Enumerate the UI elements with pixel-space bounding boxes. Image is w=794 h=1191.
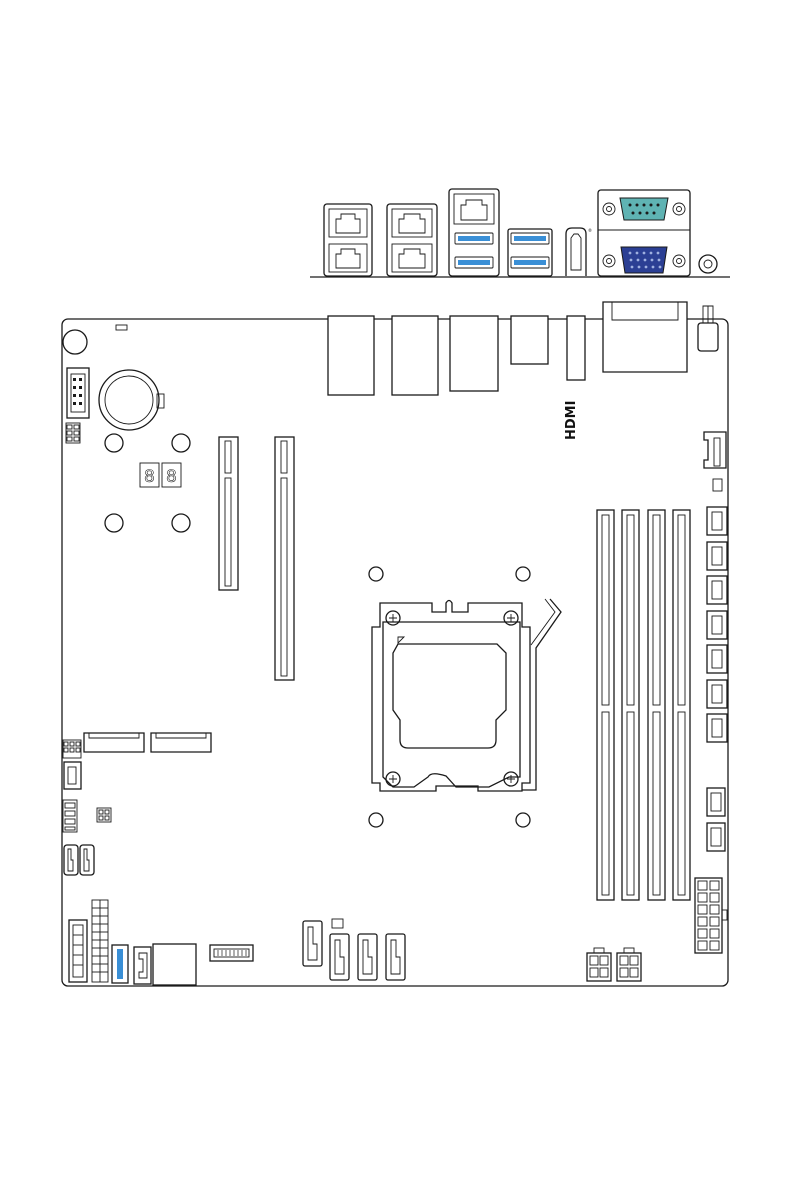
lan-port-2	[387, 204, 437, 276]
small-jumper	[713, 479, 722, 491]
slimline-connector	[210, 945, 253, 961]
cmos-battery	[99, 370, 164, 430]
bmc-chip	[153, 944, 196, 985]
cpu-power-4pin	[587, 948, 611, 981]
jumper-block-2	[63, 740, 81, 758]
hdmi-logo: HDMI	[564, 401, 579, 440]
cpu-power-8pin	[617, 948, 641, 981]
debug-digit-1: 8	[144, 467, 155, 487]
atx-24pin-power	[695, 878, 727, 953]
usb-3-stack	[508, 229, 552, 276]
pcie-x16-slot	[275, 437, 294, 680]
cpu-cooler-hole	[516, 813, 530, 827]
cooler-mount-hole	[172, 434, 190, 452]
sata-connector-left-2	[80, 845, 94, 875]
fan-header	[707, 507, 727, 535]
cpu-cooler-hole	[516, 567, 530, 581]
lan-port-1	[324, 204, 372, 276]
serial-vga-footprint	[603, 302, 687, 372]
sata-connector-3	[358, 934, 377, 980]
lan-usb-combo	[449, 189, 499, 276]
cpu-cooler-hole	[369, 567, 383, 581]
sata-led-jumper	[332, 919, 343, 928]
dimm-slot-b2	[673, 510, 690, 900]
right-header-top	[704, 432, 726, 468]
cooler-mount-hole	[172, 514, 190, 532]
fan-header	[707, 680, 727, 708]
audio-jack	[699, 255, 717, 273]
fan-header	[707, 576, 727, 604]
lan-1-footprint	[328, 316, 374, 395]
debug-digit-2: 8	[166, 467, 177, 487]
cpu-socket	[369, 567, 561, 827]
m2-slot-2	[151, 733, 211, 752]
dimm-slot-b1	[648, 510, 665, 900]
fan-header	[707, 823, 725, 851]
m2-slot-1	[84, 733, 144, 752]
sata-connector-2	[330, 934, 349, 980]
fan-header-left	[64, 762, 81, 789]
fan-header	[707, 645, 727, 673]
svg-text:®: ®	[588, 228, 592, 233]
dimm-slot-a1	[597, 510, 614, 900]
cooler-mount-hole	[105, 434, 123, 452]
cooler-mount-hole	[105, 514, 123, 532]
jumper-block-4	[97, 808, 111, 822]
fan-header	[707, 542, 727, 570]
mounting-hole	[63, 330, 87, 354]
fan-header	[707, 611, 727, 639]
rear-io-panel: ®	[310, 189, 730, 277]
hdmi-footprint	[567, 316, 585, 380]
front-usb-header	[69, 920, 87, 982]
jumper-block-1	[66, 423, 80, 443]
com-header	[67, 368, 89, 418]
top-jumper	[116, 325, 127, 330]
sata-connector-left-1	[64, 845, 78, 875]
usb-footprint	[511, 316, 548, 364]
dimm-slot-a2	[622, 510, 639, 900]
hdmi-port: ®	[566, 228, 592, 276]
system-panel-header	[92, 900, 108, 982]
pcie-x4-slot	[219, 437, 238, 590]
sata-connector-1	[303, 921, 322, 966]
lan-2-footprint	[392, 316, 438, 395]
motherboard-pcb: HDMI	[62, 302, 728, 986]
cpu-cooler-hole	[369, 813, 383, 827]
fan-header	[707, 788, 725, 816]
debug-display: 8 8	[140, 463, 181, 487]
lan-usb-footprint	[450, 316, 498, 391]
sata-connector-4	[386, 934, 405, 980]
usb3-internal-header	[112, 945, 128, 983]
jumper-block-3	[63, 800, 77, 832]
audio-jack-footprint	[698, 306, 718, 351]
fan-header	[707, 714, 727, 742]
serial-vga-stack	[598, 190, 690, 276]
fan-header-bottom	[134, 947, 151, 984]
